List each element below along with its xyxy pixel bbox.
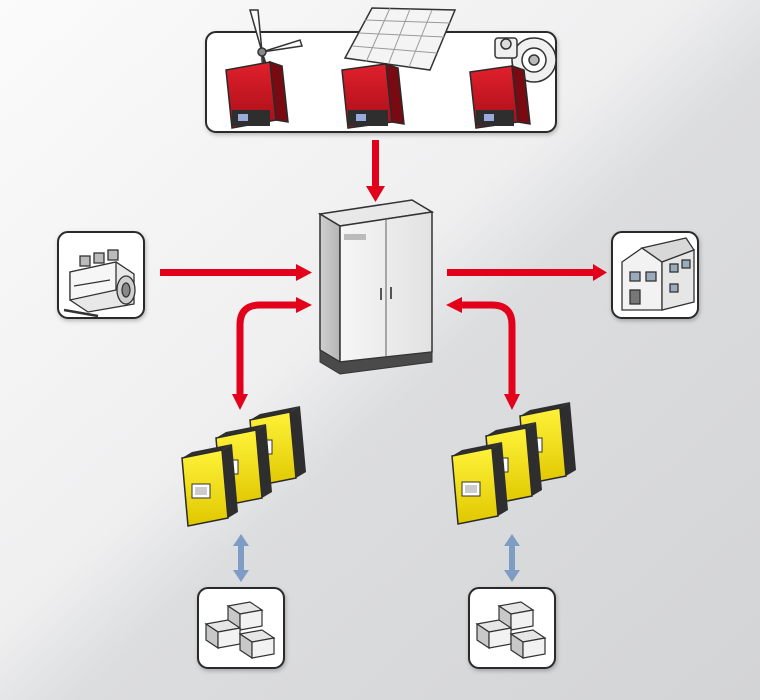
arrow-cabinet-to-house — [447, 269, 595, 276]
wind-inverter-icon — [225, 60, 289, 129]
house-load-icon — [621, 237, 695, 311]
solar-panel-icon — [343, 7, 457, 71]
arrow-right-cluster-to-cabinet — [460, 301, 516, 396]
arrow-generation-to-cabinet — [372, 140, 379, 190]
batteries-left — [197, 587, 285, 669]
battery-inverters-left — [181, 406, 306, 527]
battery-power-connections — [236, 301, 516, 396]
batteries-right — [468, 587, 556, 669]
hydro-inverter-icon — [469, 64, 531, 129]
dc-connections — [233, 534, 520, 582]
arrow-left-inverters-to-batteries — [233, 534, 249, 582]
battery-inverters-right — [451, 402, 576, 525]
battery-bank-icon — [204, 601, 276, 660]
solar-inverter-icon — [341, 62, 405, 129]
multicluster-cabinet — [317, 199, 435, 375]
house-node — [611, 231, 699, 319]
arrow-right-inverters-to-batteries — [504, 534, 520, 582]
arrow-left-cluster-to-cabinet — [236, 301, 298, 396]
diesel-generator-icon — [63, 249, 136, 318]
generator-node — [57, 231, 145, 319]
battery-bank-icon — [475, 601, 547, 660]
battery-inverter-icon — [181, 444, 238, 527]
arrow-generator-to-cabinet — [160, 269, 298, 276]
generation-sources-panel — [205, 7, 557, 133]
battery-inverter-icon — [451, 442, 508, 525]
power-connections — [160, 140, 607, 281]
